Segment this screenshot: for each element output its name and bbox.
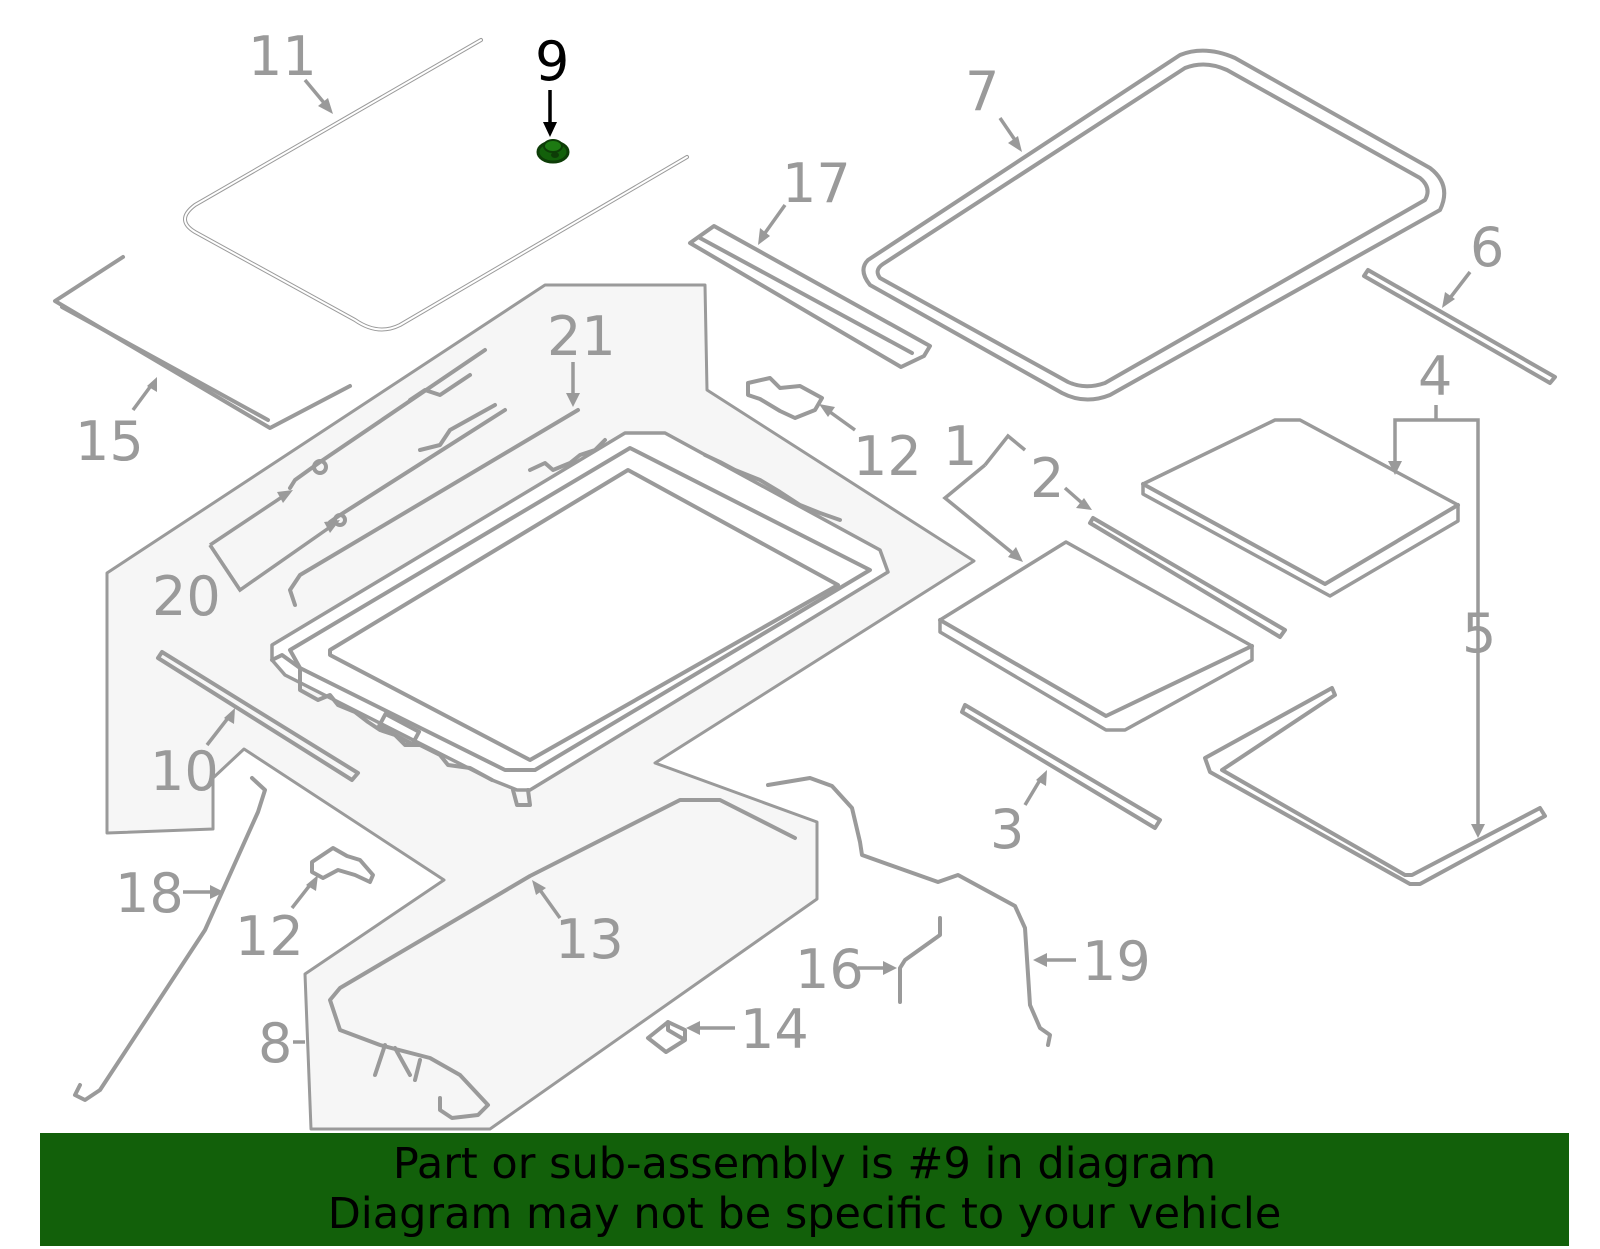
part-20-cables <box>288 348 507 527</box>
callout-16: 16 <box>795 938 864 1001</box>
leader-lines <box>131 78 1485 1044</box>
callout-15: 15 <box>75 410 144 473</box>
callout-18: 18 <box>115 862 184 925</box>
banner-line-1: Part or sub-assembly is #9 in diagram <box>392 1139 1217 1189</box>
callout-6: 6 <box>1470 216 1504 279</box>
part-11-seal <box>183 38 689 332</box>
callout-12-upper: 12 <box>853 425 922 488</box>
part-3-strip <box>960 703 1162 830</box>
callout-20: 20 <box>152 565 221 628</box>
callout-7: 7 <box>965 60 999 123</box>
sunroof-main-frame <box>270 431 890 807</box>
callout-21: 21 <box>547 305 616 368</box>
callout-14: 14 <box>740 998 809 1061</box>
part-7-glass-seal <box>861 48 1447 402</box>
callout-2: 2 <box>1030 447 1064 510</box>
callout-19: 19 <box>1082 930 1151 993</box>
callout-4: 4 <box>1418 345 1452 408</box>
callout-5: 5 <box>1462 602 1496 665</box>
callout-13: 13 <box>555 908 624 971</box>
banner-line-2: Diagram may not be specific to your vehi… <box>327 1189 1282 1239</box>
part-1-glass-panel <box>938 540 1254 732</box>
part-5-seal <box>1203 686 1547 886</box>
callout-1: 1 <box>943 415 977 478</box>
part-10-strip <box>156 650 360 782</box>
part-18-drain-tube <box>73 776 267 1102</box>
part-21-drain-tube <box>288 408 580 607</box>
callout-11: 11 <box>248 25 317 88</box>
part-14-clip <box>646 1020 687 1054</box>
callout-8: 8 <box>258 1012 292 1075</box>
part-19-hose <box>766 776 1052 1047</box>
part-12-bracket-lower <box>310 846 375 884</box>
callout-9: 9 <box>535 30 569 93</box>
callout-10: 10 <box>150 740 219 803</box>
part-16-hose <box>898 916 942 1004</box>
part-2-strip <box>1088 516 1287 639</box>
part-13-frame <box>328 798 797 1120</box>
part-6-strip <box>1362 268 1557 385</box>
part-4-sunshade <box>1141 418 1460 598</box>
part-12-bracket-upper <box>746 376 824 420</box>
part-15-deflector <box>53 255 352 430</box>
part-9-clip-highlighted <box>536 139 570 164</box>
callout-12-lower: 12 <box>235 905 304 968</box>
callout-17: 17 <box>782 152 851 215</box>
part-17-rail <box>688 224 932 369</box>
info-banner: Part or sub-assembly is #9 in diagram Di… <box>40 1133 1569 1246</box>
callout-3: 3 <box>990 798 1024 861</box>
part-13-connectors <box>373 1043 422 1082</box>
